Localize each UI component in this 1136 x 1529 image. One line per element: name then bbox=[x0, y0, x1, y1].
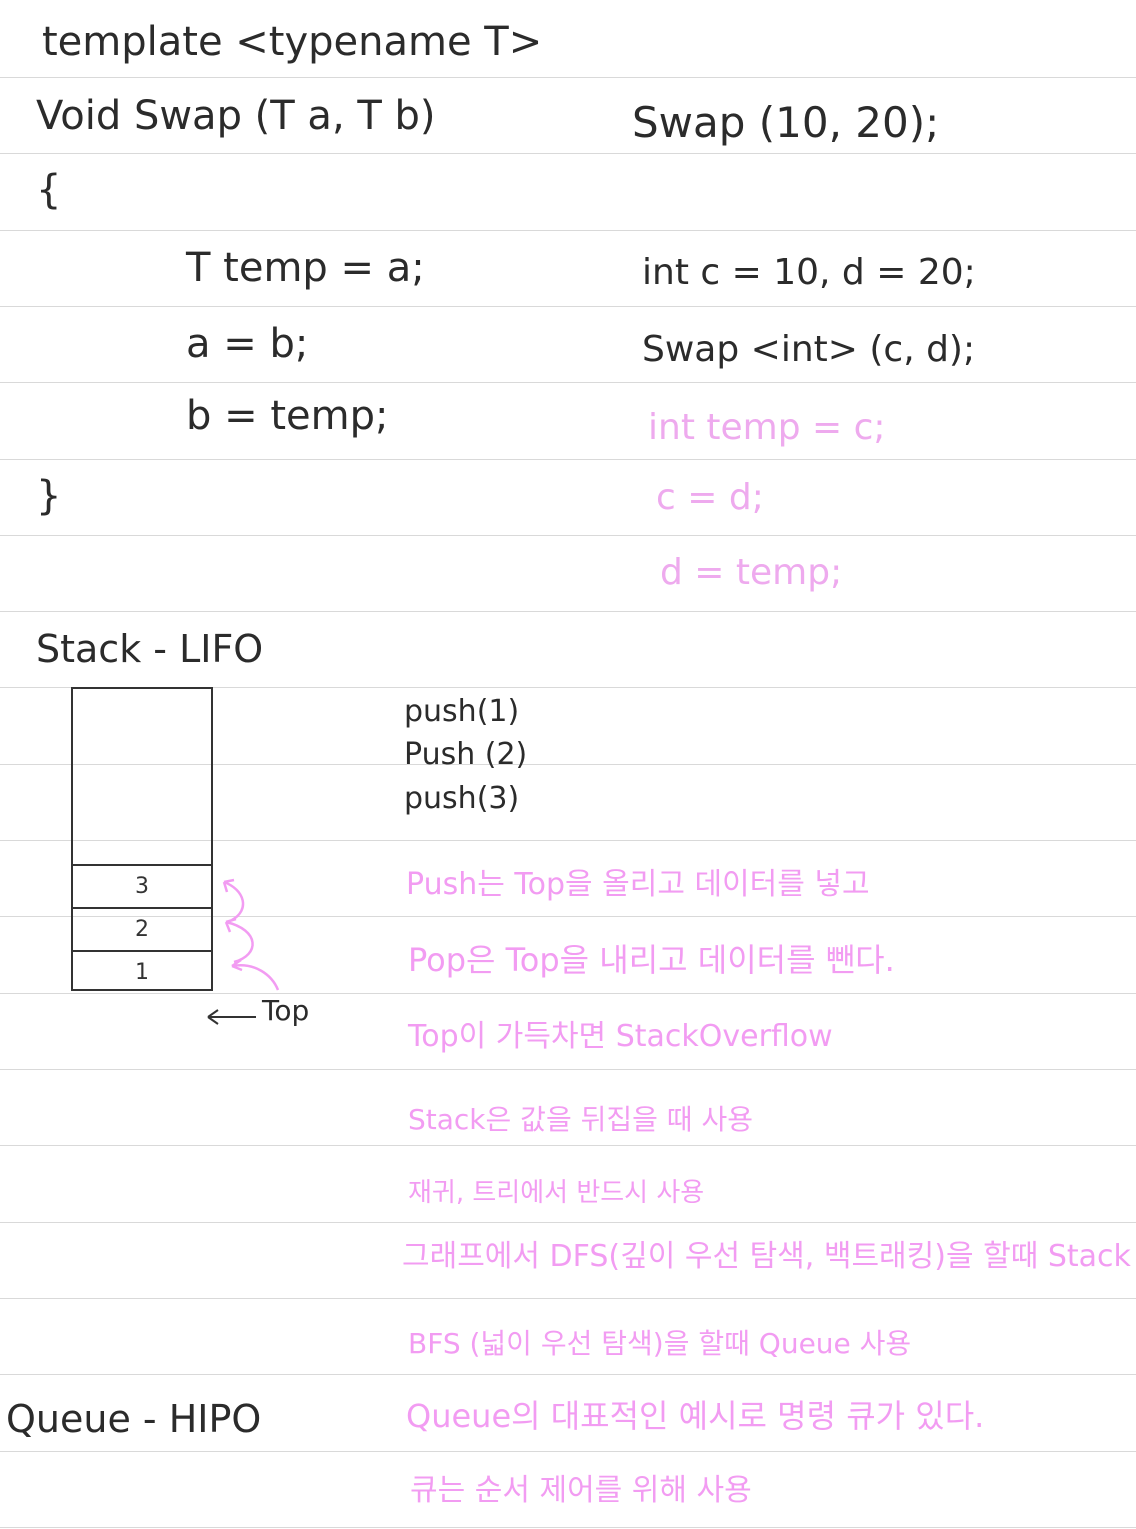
rule-line bbox=[0, 840, 1136, 841]
note-queue-order: 큐는 순서 제어를 위해 사용 bbox=[410, 1473, 752, 1508]
push-arrow-icon bbox=[225, 920, 254, 964]
code-line-signature: Void Swap (T a, T b) bbox=[36, 93, 436, 139]
rule-line bbox=[0, 77, 1136, 78]
rule-line bbox=[0, 1374, 1136, 1375]
usage-swap-int: Swap <int> (c, d); bbox=[642, 329, 976, 370]
note-push: Push는 Top을 올리고 데이터를 넣고 bbox=[406, 867, 870, 902]
note-recursion: 재귀, 트리에서 반드시 사용 bbox=[408, 1178, 705, 1208]
code-line-assign-b: b = temp; bbox=[186, 393, 389, 439]
rule-line bbox=[0, 306, 1136, 307]
rule-line bbox=[0, 1069, 1136, 1070]
usage-int-decl: int c = 10, d = 20; bbox=[642, 252, 976, 293]
rule-line bbox=[0, 459, 1136, 460]
code-line-template: template <typename T> bbox=[42, 19, 543, 65]
usage-swap-literal: Swap (10, 20); bbox=[632, 98, 940, 147]
rule-line bbox=[0, 230, 1136, 231]
usage-expand-c: c = d; bbox=[656, 477, 764, 518]
note-overflow: Top이 가득차면 StackOverflow bbox=[408, 1019, 833, 1054]
rule-line bbox=[0, 687, 1136, 688]
code-line-open-brace: { bbox=[36, 167, 62, 213]
note-dfs: 그래프에서 DFS(깊이 우선 탐색, 백트래킹)을 할때 Stack bbox=[402, 1239, 1131, 1274]
top-label: Top bbox=[262, 994, 310, 1027]
rule-line bbox=[0, 535, 1136, 536]
note-queue-example: Queue의 대표적인 예시로 명령 큐가 있다. bbox=[406, 1397, 985, 1435]
queue-heading: Queue - HIPO bbox=[6, 1397, 262, 1441]
rule-line bbox=[0, 382, 1136, 383]
push-arrow-icon bbox=[231, 964, 280, 991]
rule-line bbox=[0, 1298, 1136, 1299]
usage-expand-d: d = temp; bbox=[660, 552, 843, 593]
note-pop: Pop은 Top을 내리고 데이터를 뺀다. bbox=[408, 941, 895, 979]
push-arrow-icon bbox=[223, 880, 245, 922]
rule-line bbox=[0, 916, 1136, 917]
rule-line bbox=[0, 993, 1136, 994]
rule-line bbox=[0, 764, 1136, 765]
rule-line bbox=[0, 1222, 1136, 1223]
code-line-temp: T temp = a; bbox=[186, 245, 425, 291]
stack-arrows bbox=[207, 878, 280, 1025]
stack-cell: 3 bbox=[73, 864, 211, 907]
rule-line bbox=[0, 1145, 1136, 1146]
push-1: push(1) bbox=[404, 694, 520, 729]
note-bfs: BFS (넓이 우선 탐색)을 할때 Queue 사용 bbox=[408, 1327, 912, 1360]
rule-line bbox=[0, 153, 1136, 154]
usage-expand-temp: int temp = c; bbox=[648, 407, 886, 448]
rule-line bbox=[0, 1451, 1136, 1452]
stack-diagram: 3 2 1 bbox=[71, 687, 213, 991]
code-line-assign-a: a = b; bbox=[186, 321, 309, 367]
stack-heading: Stack - LIFO bbox=[36, 627, 264, 671]
stack-cell: 1 bbox=[73, 950, 211, 993]
push-3: push(3) bbox=[404, 781, 520, 816]
rule-line bbox=[0, 1527, 1136, 1528]
note-reverse: Stack은 값을 뒤집을 때 사용 bbox=[408, 1103, 753, 1136]
push-2: Push (2) bbox=[404, 737, 528, 772]
stack-cell: 2 bbox=[73, 907, 211, 950]
rule-line bbox=[0, 611, 1136, 612]
code-line-close-brace: } bbox=[36, 473, 62, 519]
